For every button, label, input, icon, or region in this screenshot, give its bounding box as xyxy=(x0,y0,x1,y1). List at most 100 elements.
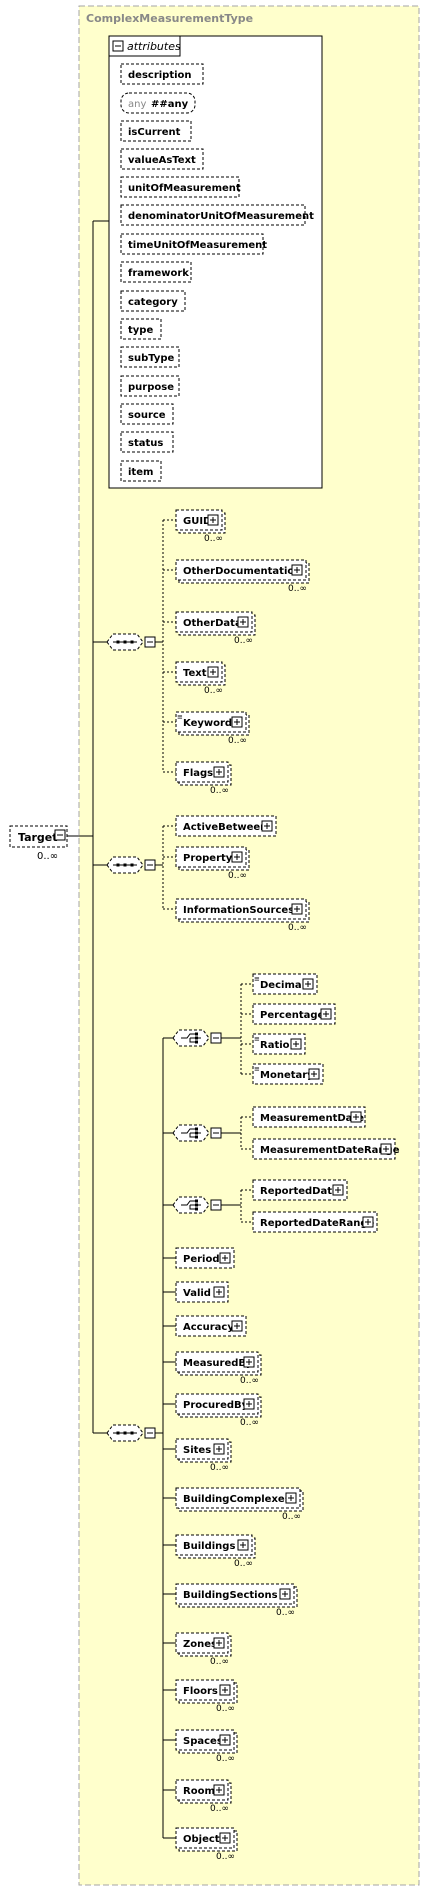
choice-2-collapse-icon[interactable] xyxy=(210,1127,222,1139)
element-building-complexes-label: BuildingComplexes xyxy=(183,1494,291,1505)
element-percentage[interactable]: Percentage xyxy=(252,1003,336,1025)
attribute-time-unit-of-measurement[interactable]: timeUnitOfMeasurement xyxy=(120,233,267,255)
element-reported-date-range-expand-icon[interactable] xyxy=(362,1216,374,1228)
element-floors-label: Floors xyxy=(183,1686,218,1697)
element-zones-expand-icon[interactable] xyxy=(213,1637,225,1649)
element-period[interactable]: Period xyxy=(175,1247,235,1269)
element-reported-date-expand-icon[interactable] xyxy=(332,1184,344,1196)
attribute-any[interactable]: any##any xyxy=(120,92,196,114)
element-monetary-expand-icon[interactable] xyxy=(308,1068,320,1080)
element-accuracy-label: Accuracy xyxy=(183,1322,234,1333)
element-measurement-date[interactable]: MeasurementDate xyxy=(252,1106,366,1128)
element-guid-expand-icon[interactable] xyxy=(207,514,219,526)
sequence-3[interactable] xyxy=(106,1424,156,1442)
element-percentage-expand-icon[interactable] xyxy=(320,1008,332,1020)
element-building-sections-expand-icon[interactable] xyxy=(279,1588,291,1600)
choice-1[interactable] xyxy=(172,1029,222,1047)
attribute-category[interactable]: category xyxy=(120,290,186,312)
element-rooms-expand-icon[interactable] xyxy=(213,1784,225,1796)
element-ratio[interactable]: ≡Ratio xyxy=(252,1033,306,1055)
attribute-source[interactable]: source xyxy=(120,403,174,425)
element-buildings-expand-icon[interactable] xyxy=(237,1539,249,1551)
element-measurement-date-range-expand-icon[interactable] xyxy=(380,1143,392,1155)
attribute-denominator-unit-of-measurement[interactable]: denominatorUnitOfMeasurement xyxy=(120,204,314,226)
attribute-is-current[interactable]: isCurrent xyxy=(120,120,192,142)
element-decimal-expand-icon[interactable] xyxy=(302,978,314,990)
element-building-complexes-expand-icon[interactable] xyxy=(285,1492,297,1504)
element-procured-by-expand-icon[interactable] xyxy=(243,1398,255,1410)
element-object-expand-icon[interactable] xyxy=(219,1832,231,1844)
element-period-expand-icon[interactable] xyxy=(219,1252,231,1264)
element-spaces-expand-icon[interactable] xyxy=(219,1734,231,1746)
sequence-3-collapse-icon[interactable] xyxy=(144,1427,156,1439)
attribute-description[interactable]: description xyxy=(120,63,204,85)
element-valid-expand-icon[interactable] xyxy=(213,1286,225,1298)
attribute-sub-type[interactable]: subType xyxy=(120,346,180,368)
element-measurement-date-expand-icon[interactable] xyxy=(350,1111,362,1123)
choice-1-collapse-icon[interactable] xyxy=(210,1032,222,1044)
root-element-target[interactable]: Target 0..∞ xyxy=(9,825,68,862)
element-reported-date-range[interactable]: ReportedDateRange xyxy=(252,1211,378,1233)
sequence-1[interactable] xyxy=(106,633,156,651)
element-procured-by-cardinality: 0..∞ xyxy=(240,1418,259,1428)
element-active-between-expand-icon[interactable] xyxy=(261,820,273,832)
element-other-documentation-expand-icon[interactable] xyxy=(291,564,303,576)
choice-3[interactable] xyxy=(172,1196,222,1214)
attribute-value-as-text[interactable]: valueAsText xyxy=(120,148,204,170)
choice-3-collapse-icon[interactable] xyxy=(210,1199,222,1211)
attribute-purpose[interactable]: purpose xyxy=(120,375,180,397)
element-flags-expand-icon[interactable] xyxy=(213,766,225,778)
attributes-collapse-icon[interactable] xyxy=(112,40,124,52)
element-information-sources-expand-icon[interactable] xyxy=(291,903,303,915)
sequence-2-collapse-icon[interactable] xyxy=(144,859,156,871)
element-accuracy[interactable]: Accuracy xyxy=(175,1315,247,1337)
element-decimal-label: Decimal xyxy=(260,980,305,991)
attribute-framework[interactable]: framework xyxy=(120,261,192,283)
root-collapse-icon[interactable] xyxy=(54,829,66,841)
element-property-expand-icon[interactable] xyxy=(231,851,243,863)
choice-2[interactable] xyxy=(172,1124,222,1142)
element-reported-date[interactable]: ReportedDate xyxy=(252,1179,348,1201)
element-text-expand-icon[interactable] xyxy=(207,666,219,678)
sequence-1-collapse-icon[interactable] xyxy=(144,636,156,648)
element-sites-expand-icon[interactable] xyxy=(213,1443,225,1455)
element-floors-expand-icon[interactable] xyxy=(219,1684,231,1696)
element-flags-label: Flags xyxy=(183,768,213,779)
element-measurement-date-range[interactable]: MeasurementDateRange xyxy=(252,1138,400,1160)
element-other-data-expand-icon[interactable] xyxy=(237,616,249,628)
attribute-label: category xyxy=(128,297,178,308)
element-keywords-expand-icon[interactable] xyxy=(231,716,243,728)
element-rooms-cardinality: 0..∞ xyxy=(210,1804,229,1814)
element-ratio-expand-icon[interactable] xyxy=(290,1038,302,1050)
attribute-item[interactable]: item xyxy=(120,460,162,482)
element-valid[interactable]: Valid xyxy=(175,1281,229,1303)
attribute-type[interactable]: type xyxy=(120,318,162,340)
element-accuracy-expand-icon[interactable] xyxy=(231,1320,243,1332)
sequence-2[interactable] xyxy=(106,856,156,874)
element-decimal[interactable]: ≡Decimal xyxy=(252,973,318,995)
element-active-between[interactable]: ActiveBetween xyxy=(175,815,277,837)
element-measured-by-expand-icon[interactable] xyxy=(243,1356,255,1368)
attribute-status[interactable]: status xyxy=(120,431,174,453)
attribute-unit-of-measurement[interactable]: unitOfMeasurement xyxy=(120,176,241,198)
element-monetary[interactable]: ≡Monetary xyxy=(252,1063,324,1085)
